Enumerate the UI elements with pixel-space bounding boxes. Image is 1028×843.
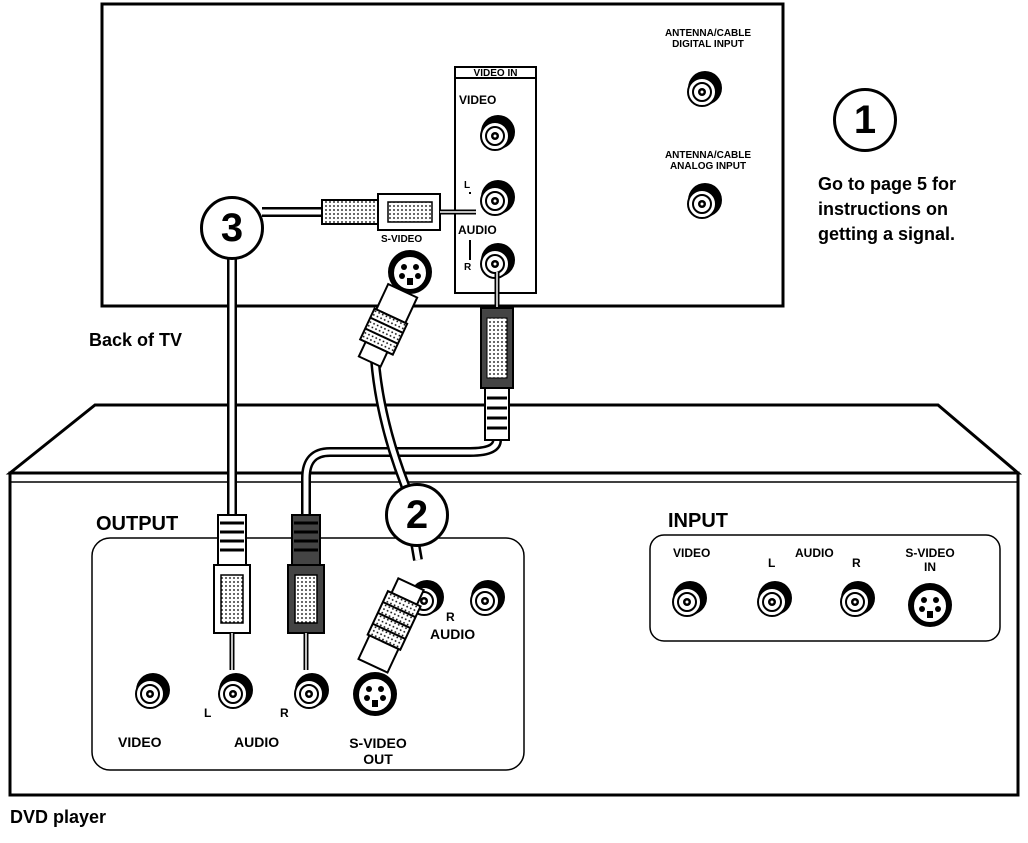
tv-caption: Back of TV: [89, 330, 183, 350]
tv-svideo-label: S-VIDEO: [381, 234, 423, 245]
dvd-output-left-label: L: [204, 706, 212, 720]
tv-antenna-digital-label: ANTENNA/CABLE DIGITAL INPUT: [664, 28, 752, 50]
signal-note: Go to page 5 for instructions on getting…: [818, 174, 957, 244]
tv-audio-right-label: R: [464, 262, 472, 273]
tv-video-in-header: VIDEO IN: [473, 68, 518, 79]
dvd-svideo-in-label: S-VIDEO IN: [905, 546, 955, 574]
dvd-output-audio-label: AUDIO: [234, 734, 280, 750]
svideo-cable[interactable]: [353, 282, 427, 674]
audio-left-cable[interactable]: [213, 193, 476, 670]
dvd-input-title: INPUT: [668, 510, 728, 532]
step-2-badge: 2: [385, 483, 449, 547]
step-1-badge: 1: [833, 88, 897, 152]
dvd-input-video-label: VIDEO: [673, 546, 711, 560]
dvd-output-aux-audio-label: AUDIO: [430, 626, 476, 642]
dvd-output-title: OUTPUT: [96, 513, 179, 535]
tv-audio-label: AUDIO: [458, 223, 497, 237]
tv-audio-left-label: L: [464, 180, 471, 191]
step-3-badge: 3: [200, 196, 264, 260]
audio-right-cable[interactable]: [287, 272, 514, 670]
tv-antenna-analog-label: ANTENNA/CABLE ANALOG INPUT: [664, 150, 752, 172]
dvd-output-aux-right-label: R: [446, 610, 455, 624]
dvd-input-left-label: L: [768, 556, 776, 570]
dvd-input-audio-label: AUDIO: [795, 546, 834, 560]
dvd-svideo-out-jack[interactable]: [352, 671, 398, 717]
tv-video-label: VIDEO: [459, 93, 497, 107]
dvd-input-right-label: R: [852, 556, 861, 570]
dvd-svideo-in-jack[interactable]: [907, 582, 953, 628]
dvd-output-video-label: VIDEO: [118, 734, 162, 750]
dvd-output-right-label: R: [280, 706, 289, 720]
dvd-caption: DVD player: [10, 807, 107, 827]
dvd-player-body: [5, 403, 1023, 797]
dvd-svideo-out-label: S-VIDEO OUT: [349, 735, 407, 767]
